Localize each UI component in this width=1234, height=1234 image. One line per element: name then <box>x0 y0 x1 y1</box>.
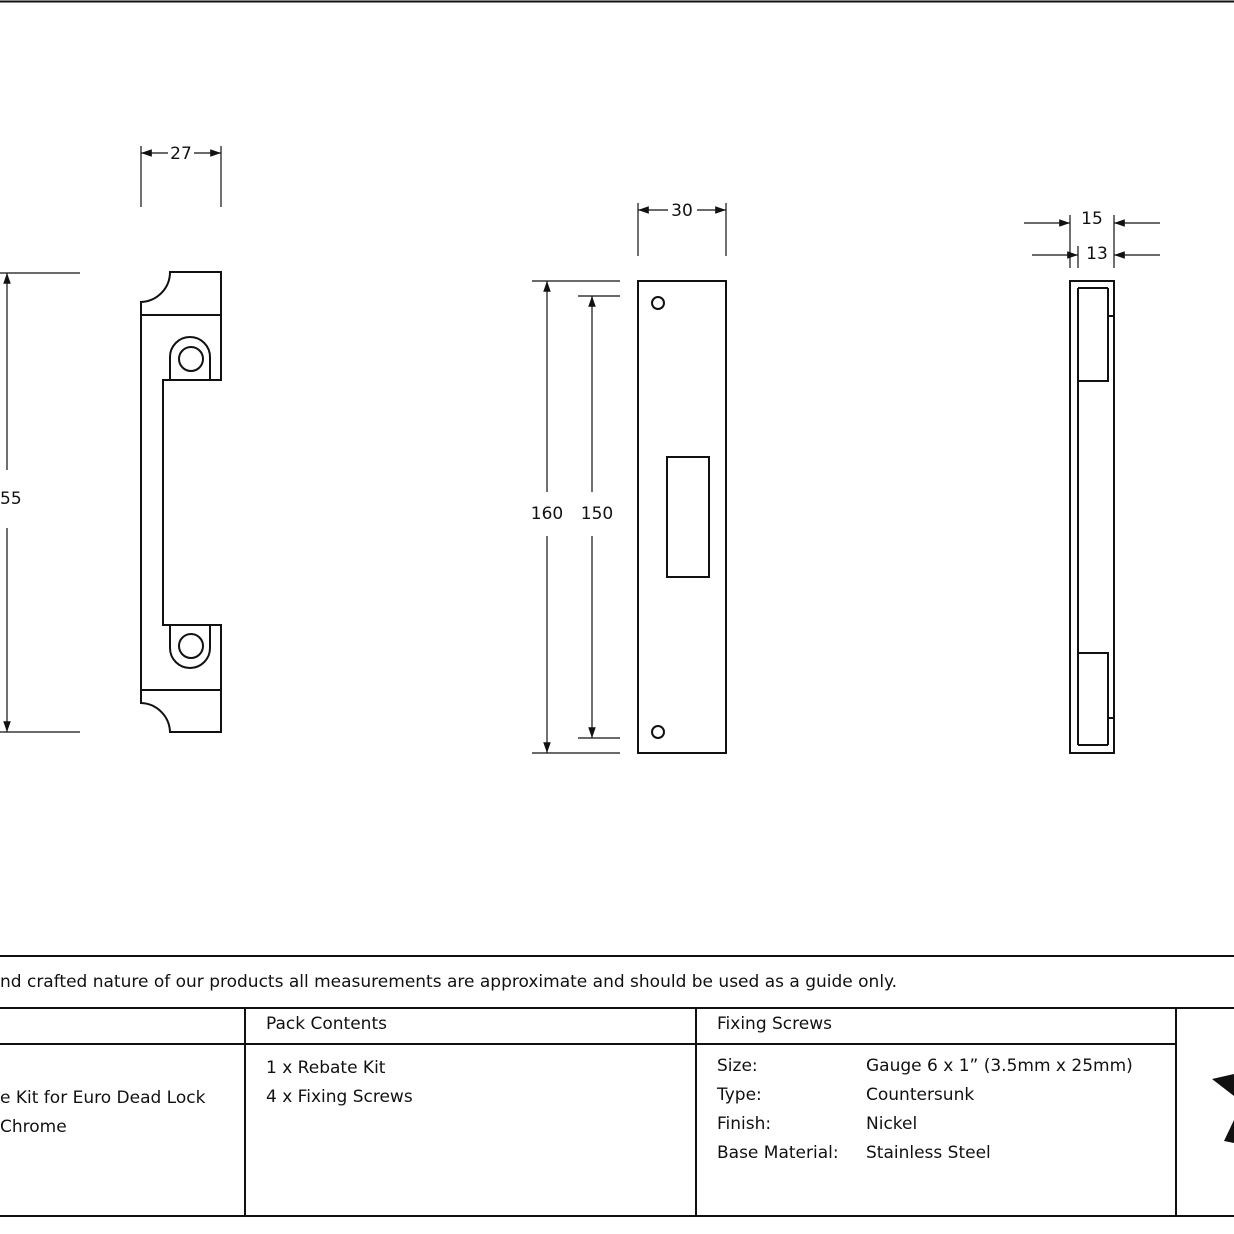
dim-label-front-height-outer: 160 <box>531 504 563 524</box>
product-name-line1: e Kit for Euro Dead Lock <box>0 1088 206 1108</box>
edge-view <box>1069 280 1115 754</box>
screw-spec-label: Type: <box>717 1085 762 1105</box>
dim-front-height-inner <box>578 295 620 739</box>
screw-spec-value: Gauge 6 x 1” (3.5mm x 25mm) <box>866 1056 1133 1076</box>
dim-side-height <box>0 272 80 733</box>
dim-label-front-height-inner: 150 <box>581 504 613 524</box>
fixing-screws-header: Fixing Screws <box>717 1014 832 1034</box>
screw-spec-value: Nickel <box>866 1114 918 1134</box>
logo-icon <box>1212 1074 1234 1143</box>
dim-front-width <box>637 203 727 256</box>
dim-label-edge-inner: 13 <box>1086 244 1108 264</box>
screw-spec-label: Finish: <box>717 1114 772 1134</box>
screw-spec-label: Base Material: <box>717 1143 839 1163</box>
dim-label-front-width: 30 <box>671 201 693 221</box>
info-table-lines <box>0 955 1234 1217</box>
pack-item: 1 x Rebate Kit <box>266 1058 386 1078</box>
dim-side-width <box>140 146 222 207</box>
screw-spec-value: Countersunk <box>866 1085 975 1105</box>
dim-edge-widths <box>1024 215 1160 268</box>
screw-spec-value: Stainless Steel <box>866 1143 991 1163</box>
screw-spec-label: Size: <box>717 1056 758 1076</box>
front-view <box>637 280 727 754</box>
product-name-line2: Chrome <box>0 1117 67 1137</box>
measurement-disclaimer: nd crafted nature of our products all me… <box>0 972 898 992</box>
dim-label-side-width: 27 <box>170 144 192 164</box>
dim-label-edge-outer: 15 <box>1081 209 1103 229</box>
pack-contents-header: Pack Contents <box>266 1014 387 1034</box>
dim-label-side-height: 55 <box>0 489 22 509</box>
side-view <box>140 271 222 733</box>
pack-item: 4 x Fixing Screws <box>266 1087 413 1107</box>
dim-front-height-outer <box>532 280 620 754</box>
